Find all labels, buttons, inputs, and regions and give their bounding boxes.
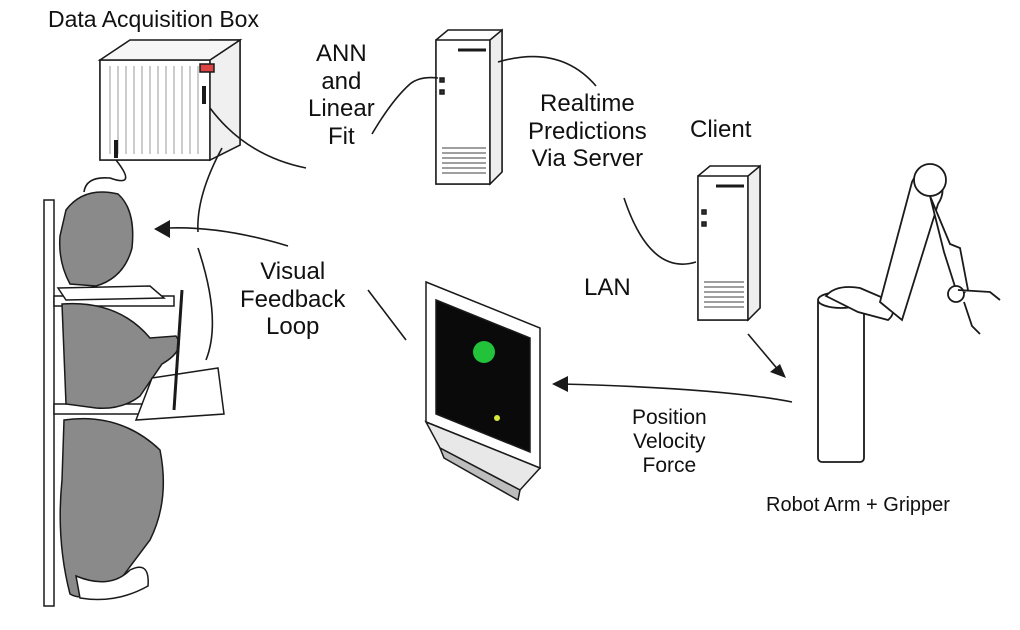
label-robot-arm-gripper: Robot Arm + Gripper	[766, 494, 950, 516]
label-position-velocity-force: Position Velocity Force	[632, 406, 707, 478]
label-data-acquisition-box: Data Acquisition Box	[48, 6, 259, 32]
monitor	[424, 280, 542, 502]
arrowhead-pvf	[552, 376, 568, 392]
client-tower	[697, 164, 761, 322]
data-acquisition-box	[97, 38, 243, 162]
arrowheads	[154, 220, 786, 392]
server-tower	[435, 28, 503, 186]
arrowhead-feedback	[154, 220, 170, 238]
robot-arm	[817, 163, 1001, 463]
connectors	[83, 55, 793, 403]
label-lan: LAN	[584, 274, 631, 301]
cursor-dot	[494, 415, 500, 421]
label-client: Client	[690, 116, 752, 143]
label-visual-feedback-loop: Visual Feedback Loop	[240, 258, 346, 341]
arrowhead-lan	[770, 364, 786, 378]
monkey-subject	[43, 191, 225, 607]
label-realtime-predictions: Realtime Predictions Via Server	[528, 90, 647, 173]
target-dot	[473, 341, 495, 363]
label-ann-linear-fit: ANN and Linear Fit	[308, 40, 375, 150]
